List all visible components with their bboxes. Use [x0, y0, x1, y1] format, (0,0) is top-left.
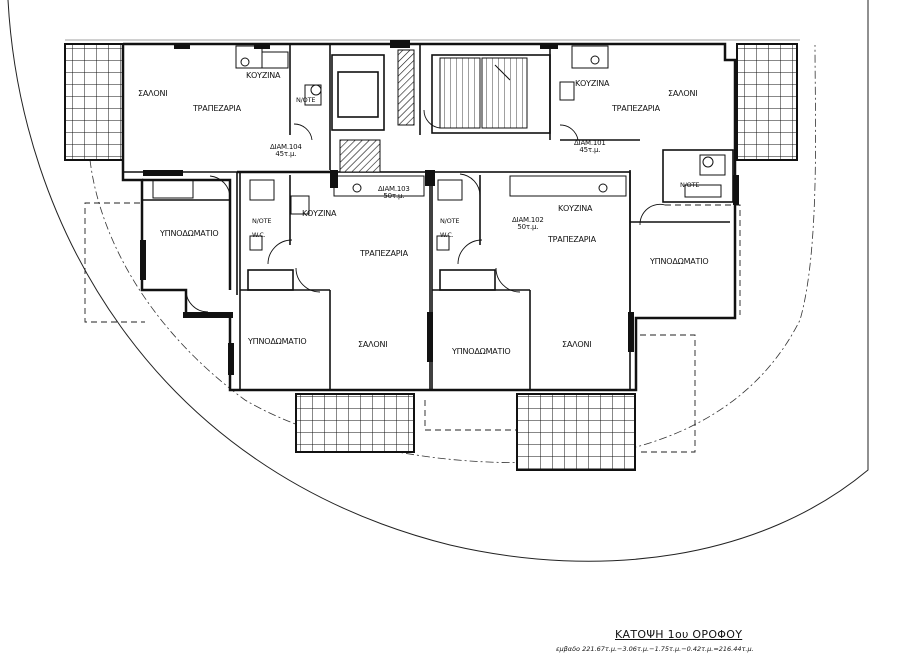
apartment-101-area: 45τ.μ.: [579, 146, 601, 154]
apartment-104-area: 45τ.μ.: [275, 150, 297, 158]
balconies: [64, 43, 798, 471]
room-label-kitchen-104: ΚΟΥΖΙΝΑ: [246, 71, 281, 80]
room-label-dining-103: ΤΡΑΠΕΖΑΡΙΑ: [360, 249, 408, 258]
staircase: [439, 57, 528, 129]
area-calculation: εμβαδο 221.67τ.μ.−3.06τ.μ.−1.75τ.μ.−0.42…: [556, 645, 754, 653]
room-label-dining-101: ΤΡΑΠΕΖΑΡΙΑ: [612, 104, 660, 113]
apartment-103-area: 50τ.μ.: [383, 192, 405, 200]
room-label-living-104: ΣΑΛΟΝΙ: [138, 89, 168, 98]
room-label-living-101: ΣΑΛΟΝΙ: [668, 89, 698, 98]
drawing-title: ΚΑΤΟΨΗ 1ου ΟΡΟΦΟΥ: [615, 628, 743, 641]
room-label-kitchen-102: ΚΟΥΖΙΝΑ: [558, 204, 593, 213]
room-label-dining-102: ΤΡΑΠΕΖΑΡΙΑ: [548, 235, 596, 244]
room-label-bedroom-101: ΥΠΝΟΔΩΜΑΤΙΟ: [650, 257, 709, 266]
site-boundary-line: [7, 0, 869, 562]
room-label-bedroom-104: ΥΠΝΟΔΩΜΑΤΙΟ: [160, 229, 219, 238]
door-swings: [185, 109, 666, 313]
room-label-bath-103: Ν/ΟΤΕ: [252, 217, 272, 225]
apartment-104-name: ΔΙΑΜ.104: [270, 143, 302, 151]
property-line: [89, 44, 816, 463]
room-label-wc-102: W.C.: [440, 231, 454, 239]
hatched-shafts: [339, 49, 415, 173]
room-label-kitchen-101: ΚΟΥΖΙΝΑ: [575, 79, 610, 88]
apartment-101-name: ΔΙΑΜ.101: [574, 139, 606, 147]
room-label-bath-101: Ν/ΟΤΕ: [680, 181, 700, 189]
room-label-living-103: ΣΑΛΟΝΙ: [358, 340, 388, 349]
room-label-wc-103: W.C.: [252, 231, 266, 239]
room-label-dining-104: ΤΡΑΠΕΖΑΡΙΑ: [193, 104, 241, 113]
apartment-103-name: ΔΙΑΜ.103: [378, 185, 410, 193]
room-label-bedroom-103: ΥΠΝΟΔΩΜΑΤΙΟ: [248, 337, 307, 346]
apartment-102-name: ΔΙΑΜ.102: [512, 216, 544, 224]
room-label-living-102: ΣΑΛΟΝΙ: [562, 340, 592, 349]
room-label-bedroom-102: ΥΠΝΟΔΩΜΑΤΙΟ: [452, 347, 511, 356]
apartment-102-area: 50τ.μ.: [517, 223, 539, 231]
room-label-bath-104: Ν/ΟΤΕ: [296, 96, 316, 104]
fixtures: [152, 45, 726, 251]
room-label-bath-102: Ν/ΟΤΕ: [440, 217, 460, 225]
dashed-overhangs: [84, 202, 741, 453]
room-label-kitchen-103: ΚΟΥΖΙΝΑ: [302, 209, 337, 218]
